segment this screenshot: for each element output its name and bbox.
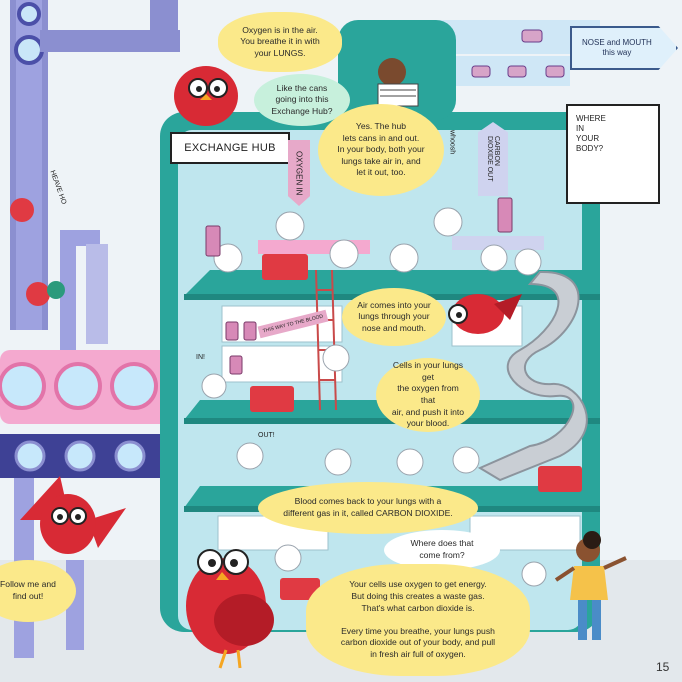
bubble-follow-me-text: Follow me and find out! [0, 579, 56, 601]
bubble-cells-use-oxygen: Your cells use oxygen to get energy. But… [306, 564, 530, 676]
out-label: OUT! [258, 432, 275, 439]
bubble-blood-comes-back: Blood comes back to your lungs with a di… [258, 482, 478, 534]
bubble-follow-me: Follow me and find out! [0, 560, 76, 622]
carbon-dioxide-out-label: CARBON DIOXIDE OUT [486, 136, 500, 182]
bubble-cells-get-oxygen: Cells in your lungs get the oxygen from … [376, 358, 480, 432]
whoosh-text: whoosh [448, 129, 456, 155]
bubble-cans-question-text: Like the cans going into this Exchange H… [271, 82, 333, 116]
nose-mouth-label: NOSE and MOUTH this way [582, 37, 652, 57]
bubble-where-from: Where does that come from? [384, 530, 500, 570]
bubble-hub-answer: Yes. The hub lets cans in and out. In yo… [318, 104, 444, 196]
oxygen-in-sign: OXYGEN IN [288, 140, 310, 206]
oxygen-in-label: OXYGEN IN [294, 150, 304, 196]
bubble-oxygen-air: Oxygen is in the air. You breathe it in … [218, 12, 342, 72]
whoosh-label: whoosh [446, 112, 458, 172]
carbon-dioxide-out-sign: CARBON DIOXIDE OUT [478, 122, 508, 196]
bubble-cans-question: Like the cans going into this Exchange H… [254, 74, 350, 126]
bubble-cells-get-oxygen-text: Cells in your lungs get the oxygen from … [391, 360, 465, 429]
page-number: 15 [656, 660, 670, 674]
nose-mouth-sign: NOSE and MOUTH this way [570, 26, 678, 70]
where-in-body-label: WHERE IN YOUR BODY? [576, 114, 606, 153]
in-label: IN! [196, 354, 205, 361]
bubble-air-comes-in-text: Air comes into your lungs through your n… [357, 299, 431, 333]
bubble-cells-use-oxygen-text: Your cells use oxygen to get energy. But… [340, 579, 496, 659]
in-text: IN! [196, 354, 205, 361]
bubble-where-from-text: Where does that come from? [410, 538, 474, 560]
out-text: OUT! [258, 432, 275, 439]
where-in-body-sign: WHERE IN YOUR BODY? [566, 104, 660, 204]
exchange-hub-label: EXCHANGE HUB [184, 142, 276, 154]
bubble-oxygen-air-text: Oxygen is in the air. You breathe it in … [240, 24, 320, 58]
bubble-air-comes-in: Air comes into your lungs through your n… [342, 288, 446, 346]
bubble-blood-comes-back-text: Blood comes back to your lungs with a di… [283, 496, 453, 518]
exchange-hub-sign: EXCHANGE HUB [170, 132, 290, 164]
bubble-hub-answer-text: Yes. The hub lets cans in and out. In yo… [337, 121, 425, 178]
